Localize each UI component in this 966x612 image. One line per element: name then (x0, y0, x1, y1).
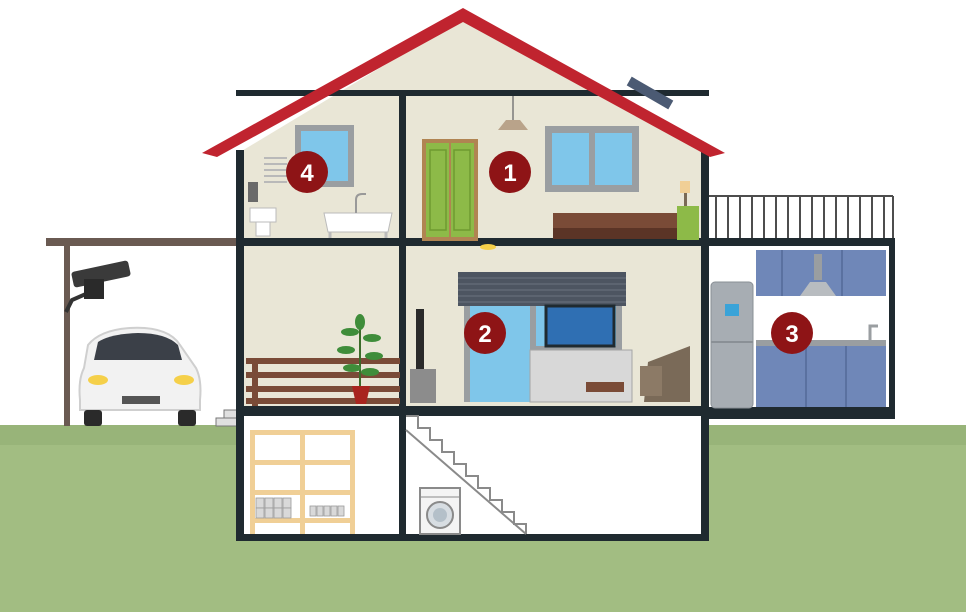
security-camera-icon (66, 260, 131, 312)
tv-cabinet (530, 350, 632, 402)
badge-room-1: 1 (489, 151, 531, 193)
badge-number: 4 (300, 160, 314, 187)
tv-icon (546, 306, 614, 346)
living-blind (458, 272, 626, 306)
badge-room-2: 2 (464, 312, 506, 354)
lower-cabinets (756, 344, 886, 407)
coffee-table (586, 382, 624, 392)
entry-steps (216, 410, 238, 426)
washing-machine-icon (420, 488, 460, 534)
living-ceiling-light (480, 244, 496, 250)
badge-room-4: 4 (286, 151, 328, 193)
badge-number: 2 (478, 321, 491, 348)
badge-number: 1 (503, 160, 516, 187)
balcony-railing (705, 196, 893, 240)
badge-number: 3 (785, 321, 798, 348)
speaker (416, 309, 424, 369)
car-icon (80, 328, 201, 426)
nightstand (677, 206, 699, 240)
water-heater (248, 182, 258, 202)
badge-room-3: 3 (771, 312, 813, 354)
fridge-icon (711, 282, 753, 408)
